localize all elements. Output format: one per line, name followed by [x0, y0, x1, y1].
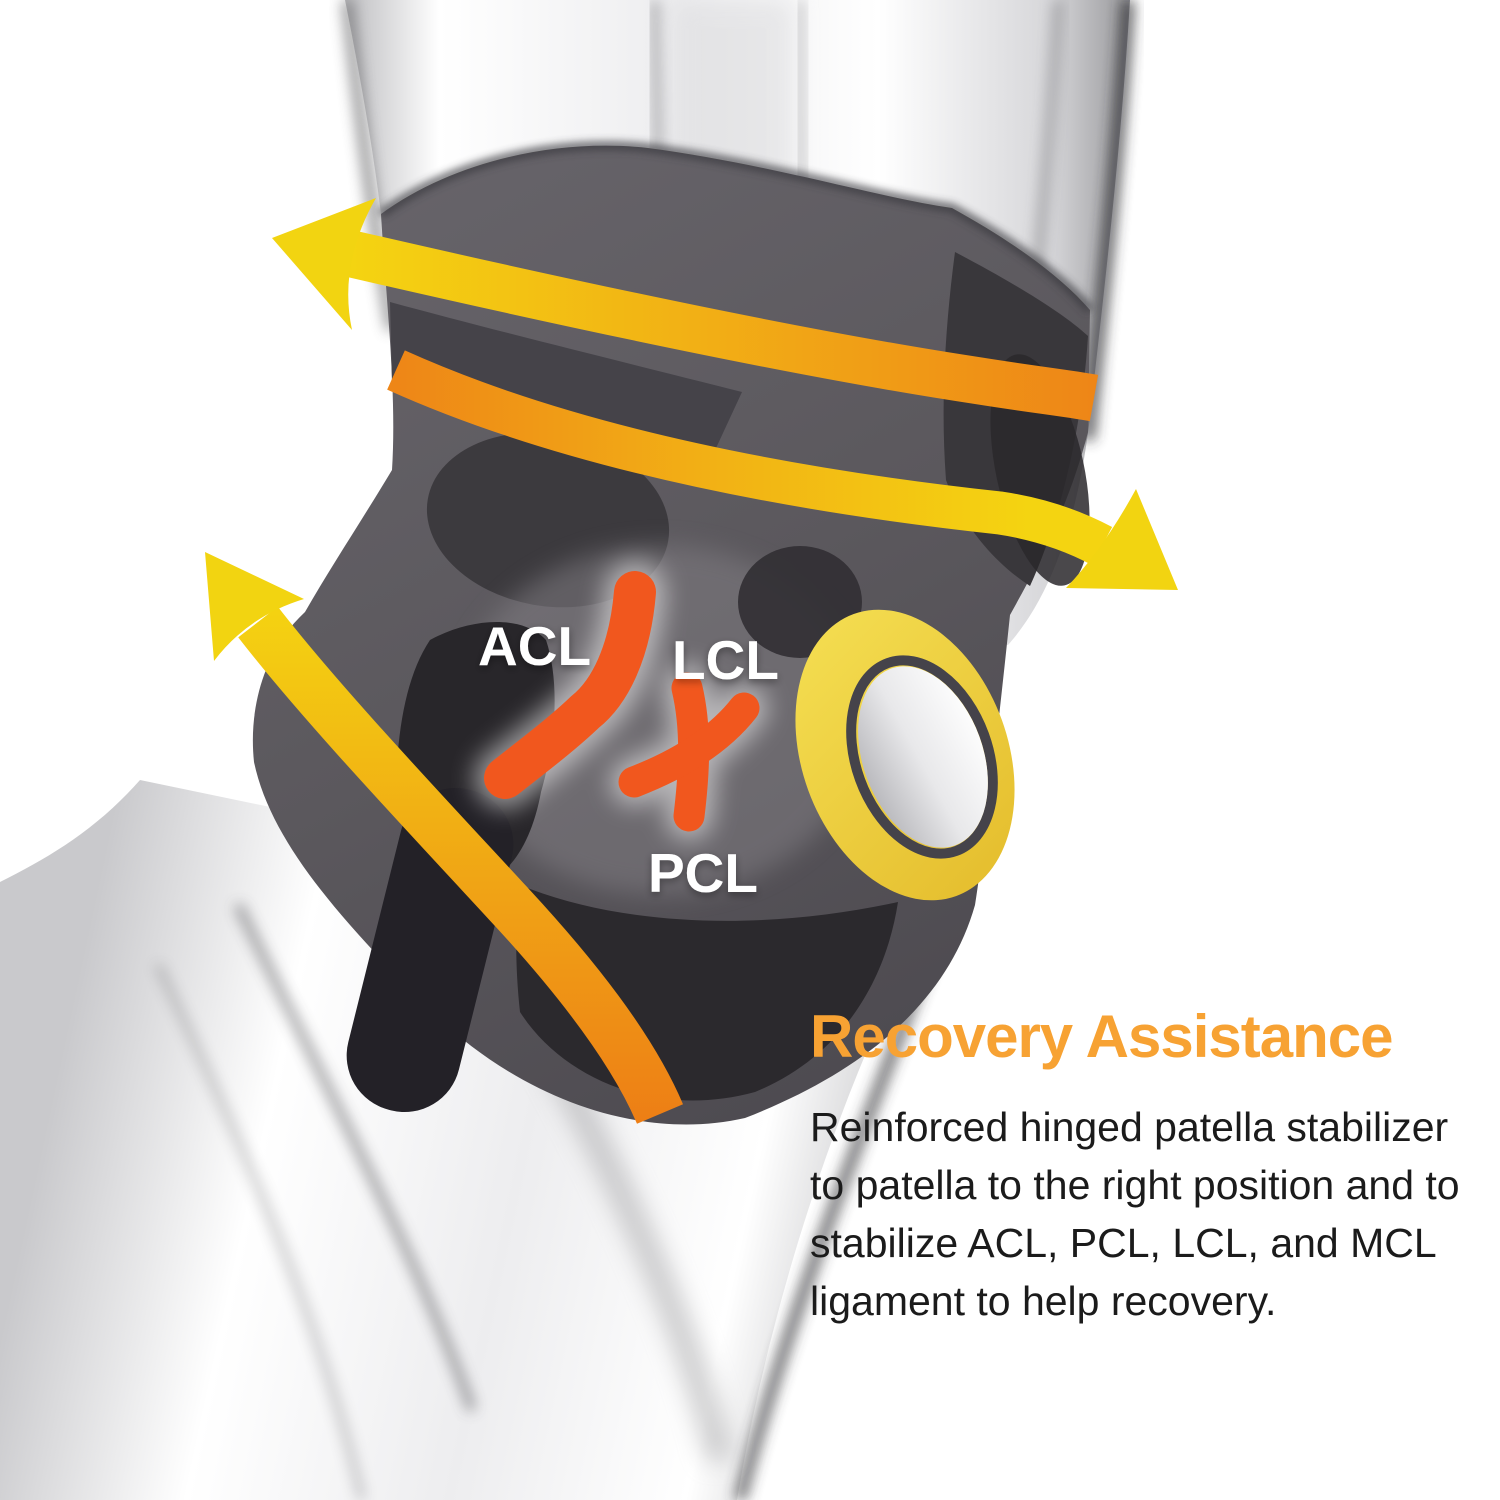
- pcl-label: PCL: [648, 842, 758, 904]
- thigh-left-edge: [342, 0, 397, 331]
- cross-ligament-arm-2: [618, 692, 760, 798]
- arrowhead-up-left-icon: [272, 198, 376, 330]
- thigh-pad-band: [390, 302, 742, 474]
- shin-right-edge: [734, 953, 936, 1500]
- acl-ligament-shape: [484, 571, 656, 799]
- ligament-labels: ACL LCL PCL: [478, 615, 779, 904]
- description-line: Reinforced hinged patella stabilizer: [810, 1104, 1449, 1150]
- top-strap-arrow: [272, 198, 1099, 422]
- info-panel: Recovery Assistance Reinforced hinged pa…: [810, 1004, 1500, 1330]
- middle-strap-arrow: [387, 350, 1178, 590]
- feature-description: Reinforced hinged patella stabilizer to …: [810, 1098, 1500, 1330]
- feature-heading: Recovery Assistance: [810, 1003, 1393, 1070]
- arrowhead-up-left-lower-icon: [205, 552, 304, 661]
- description-line: ligament to help recovery.: [810, 1278, 1277, 1324]
- brace-top-rim: [378, 141, 1094, 313]
- lower-strap-arrow: [205, 552, 684, 1125]
- ligament-highlights: [474, 561, 768, 840]
- arrowhead-down-right-icon: [1066, 489, 1178, 590]
- shin-bone-line: [234, 903, 476, 1412]
- description-line: stabilize ACL, PCL, LCL, and MCL: [810, 1220, 1437, 1266]
- patella-ring: [795, 609, 1015, 901]
- lcl-label: LCL: [672, 629, 779, 691]
- acl-label: ACL: [478, 615, 591, 677]
- patella-opening: [858, 666, 988, 848]
- description-line: to patella to the right position and to: [810, 1162, 1460, 1208]
